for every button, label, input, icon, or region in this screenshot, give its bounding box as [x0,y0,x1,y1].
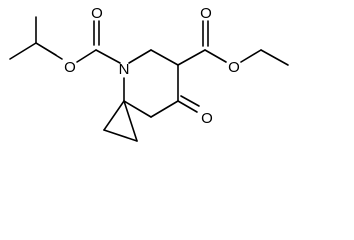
bond-spiro-cp-a [103,100,125,131]
tert-butyl-group [9,16,63,60]
bond-o-carbonyl [76,49,97,63]
bond-ch2-ch [150,49,179,66]
bond-tbu-oxygen [35,42,63,60]
ketone-group [177,95,200,113]
bond-carbonyl-n [95,49,121,64]
atom-o-ester-alkoxy: O [228,59,240,76]
bond-ketone-o-double-b [180,95,200,107]
atom-o-carbamate-carbonyl: O [91,5,103,22]
bond-tbu-methyl-left [9,42,37,60]
bond-o-ethyl-ch2 [240,49,262,63]
cyclopropane-ring [103,100,138,142]
structure-diagram: O O N O O O [9,5,289,142]
atom-o-tbu: O [64,59,76,76]
ethyl-ester-group [177,20,289,66]
bond-n-ch2 [128,49,152,64]
bond-ketone-ch2 [150,100,179,118]
bond-cp-a-cp-b [103,129,138,142]
piperidinone-ring [123,49,179,118]
atom-n-ring: N [119,61,130,78]
bond-ketone-o-double-a [177,100,198,113]
bond-ch2-spiro [123,100,152,118]
bond-ethyl-ch2-ch3 [260,49,289,66]
bond-ch-ester-carbon [177,49,206,66]
atom-o-ester-carbonyl: O [200,5,212,22]
atom-o-ketone: O [201,110,213,127]
carbamate-group [76,20,121,64]
bond-spiro-cp-b [123,100,138,142]
bond-ester-carbon-o [204,49,227,63]
